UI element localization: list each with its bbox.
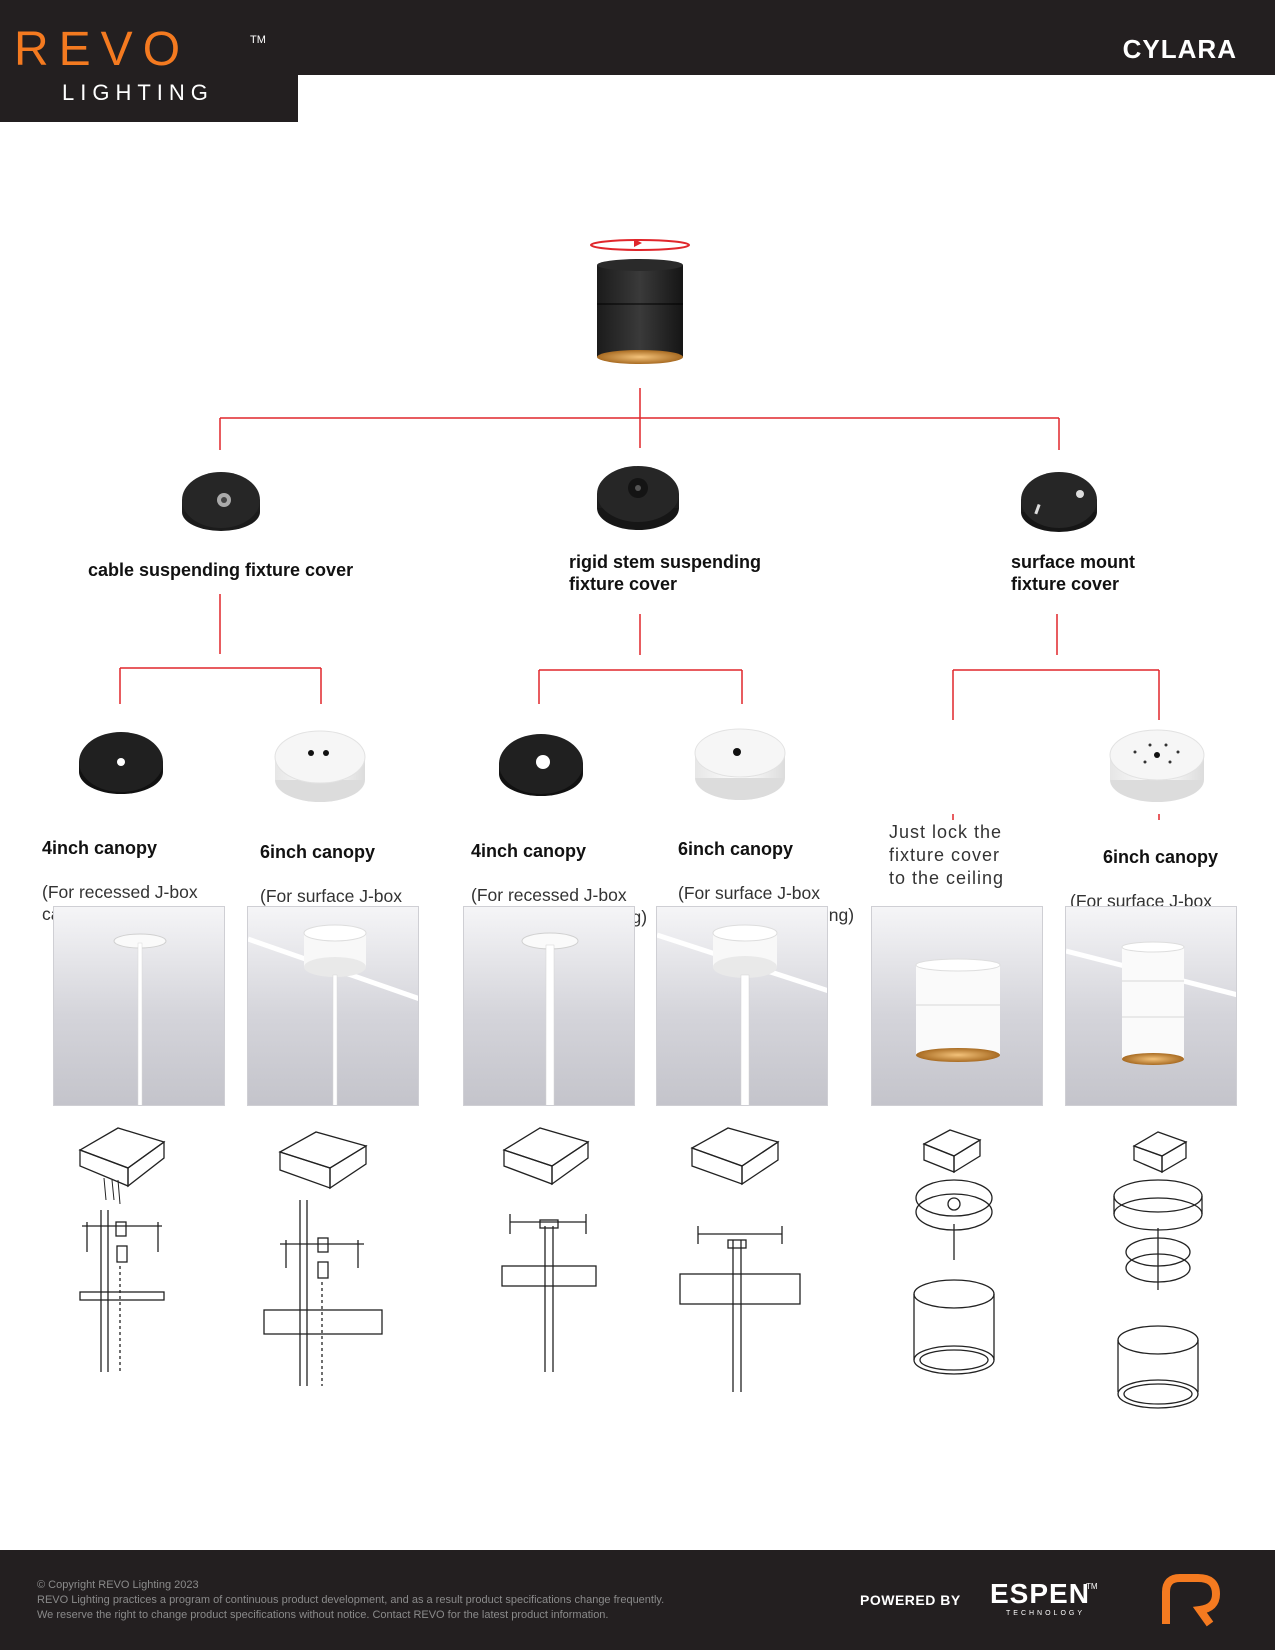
cover-label-cable: cable suspending fixture cover <box>88 560 354 580</box>
copyright-notice: © Copyright REVO Lighting 2023 REVO Ligh… <box>37 1578 664 1623</box>
canopy-6inch-white-icon-2 <box>694 728 786 800</box>
cover-label-rigid-stem: rigid stem suspending fixture cover <box>569 552 762 594</box>
footer: © Copyright REVO Lighting 2023 REVO Ligh… <box>0 1550 1275 1650</box>
espen-trademark: TM <box>1086 1582 1098 1591</box>
espen-logo: ESPEN <box>990 1578 1090 1609</box>
canopy-title: 6inch canopy <box>260 842 376 862</box>
installed-photo-surface-6inch <box>1065 906 1237 1106</box>
rigid-stem-cover-icon <box>597 466 679 530</box>
espen-technology: TECHNOLOGY <box>1006 1610 1086 1617</box>
canopy-6inch-white-icon <box>274 730 366 802</box>
canopy-4inch-black-icon <box>79 732 163 794</box>
cover-label-surface: surface mount fixture cover <box>1011 552 1136 594</box>
brand-wordmark: REVO <box>14 23 191 76</box>
diagram-graphics <box>79 239 1205 820</box>
surface-mount-cover-icon <box>1021 472 1097 532</box>
copyright-line: We reserve the right to change product s… <box>37 1609 609 1621</box>
canopy-title: 4inch canopy <box>42 838 158 858</box>
installed-photo-cable-4inch <box>53 906 225 1106</box>
powered-by-label: POWERED BY <box>860 1592 961 1608</box>
rotate-arrow-icon <box>590 239 690 251</box>
canopy-title: 6inch canopy <box>1103 847 1219 867</box>
installed-photo-rigid-6inch <box>656 906 828 1106</box>
brand-trademark: TM <box>250 34 266 46</box>
brand-subtitle: LIGHTING <box>62 80 214 105</box>
canopy-title: 4inch canopy <box>471 841 587 861</box>
revo-corner-logo <box>1162 1574 1221 1627</box>
copyright-line: © Copyright REVO Lighting 2023 <box>37 1579 199 1591</box>
canopy-6inch-surface-white-icon <box>1109 729 1205 802</box>
connector-lines-level-2 <box>119 594 1160 820</box>
copyright-line: REVO Lighting practices a program of con… <box>37 1594 665 1606</box>
surface-lock-note: Just lock the fixture cover to the ceili… <box>889 822 1005 888</box>
cable-cover-icon <box>182 472 260 531</box>
brand-logo: REVO TM LIGHTING <box>0 0 298 122</box>
installed-photo-surface-direct <box>871 906 1043 1106</box>
installed-photo-cable-6inch <box>247 906 419 1106</box>
canopy-4inch-black-icon-2 <box>499 734 583 796</box>
product-name: CYLARA <box>1122 34 1237 64</box>
canopy-title: 6inch canopy <box>678 839 794 859</box>
fixture-black-cylinder <box>597 259 683 364</box>
installed-photo-rigid-4inch <box>463 906 635 1106</box>
connector-lines-level-1 <box>219 388 1060 450</box>
mounting-options-diagram: cable suspending fixture cover rigid ste… <box>42 239 1237 1409</box>
